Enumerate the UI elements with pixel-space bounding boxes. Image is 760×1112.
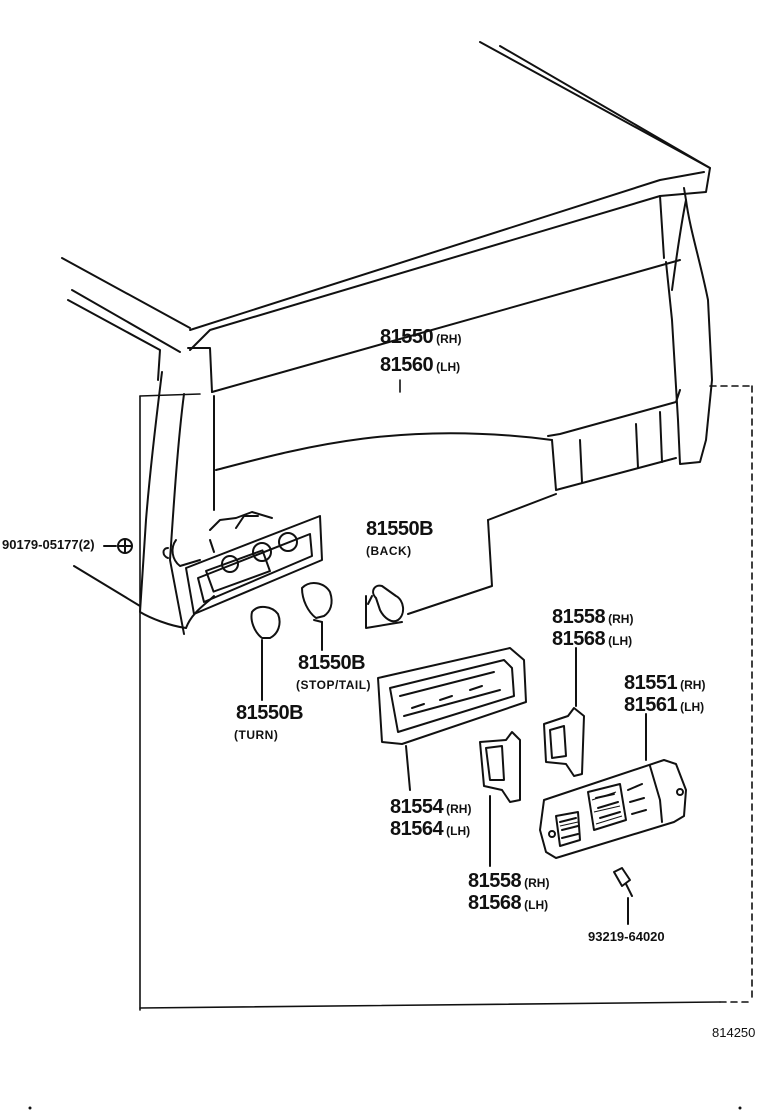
screw-part: [613, 867, 633, 925]
label-gasket-top-lh: 81568(LH): [552, 628, 633, 650]
label-bulb-turn-note: (TURN): [234, 728, 279, 742]
label-bulb-back-note: (BACK): [366, 544, 412, 558]
lamp-housing: [162, 511, 323, 615]
lens-frame: [377, 647, 527, 791]
bulb-turn: [250, 606, 281, 701]
label-frame-lh: 81564(LH): [390, 818, 471, 840]
label-bolt: 90179-05177(2): [2, 537, 95, 552]
label-bulb-turn: 81550B: [236, 702, 304, 724]
label-housing-rh: 81550(RH): [380, 326, 462, 348]
boundary-box: [139, 379, 753, 1011]
corner-marks: [28, 1106, 742, 1110]
label-bulb-stop-note: (STOP/TAIL): [296, 678, 372, 692]
lens-hatch: [559, 791, 623, 827]
diagram-id: 814250: [712, 1025, 756, 1040]
label-bulb-stop: 81550B: [298, 652, 366, 674]
gasket-upper: [543, 647, 585, 777]
label-housing-lh: 81560(LH): [380, 354, 461, 376]
label-frame-rh: 81554(RH): [390, 796, 472, 818]
label-gasket-bot-rh: 81558(RH): [468, 870, 550, 892]
bulb-back: [365, 519, 493, 629]
truck-bed: [61, 41, 713, 521]
label-lens-lh: 81561(LH): [624, 694, 705, 716]
label-screw: 93219-64020: [588, 929, 665, 944]
bolt-part: [73, 538, 141, 607]
gasket-lower: [479, 731, 521, 867]
label-bulb-back: 81550B: [366, 518, 434, 540]
bulb-stop-tail: [301, 582, 333, 651]
label-lens-rh: 81551(RH): [624, 672, 706, 694]
tail-lens: [539, 713, 687, 859]
label-gasket-bot-lh: 81568(LH): [468, 892, 549, 914]
label-gasket-top-rh: 81558(RH): [552, 606, 634, 628]
